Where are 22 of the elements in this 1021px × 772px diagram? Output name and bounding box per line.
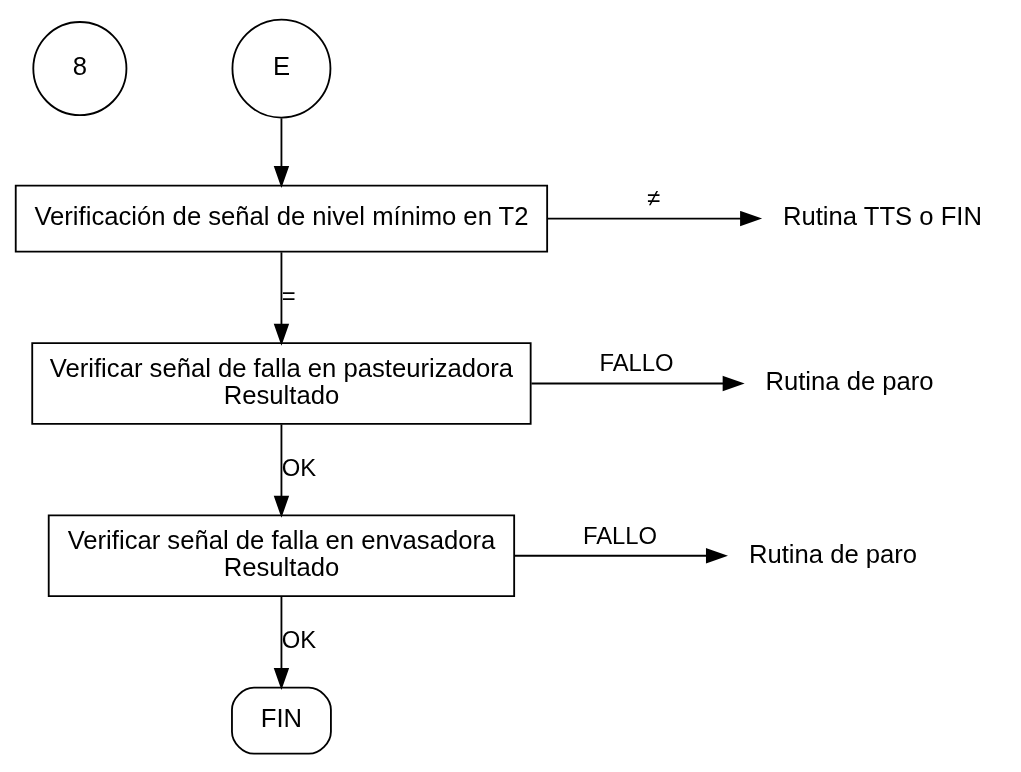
arrow [273, 423, 290, 518]
arrow [273, 116, 290, 188]
node-text: Rutina de paro [765, 366, 934, 395]
node-text: Rutina TTS o FIN [782, 201, 982, 230]
node-box: FIN [231, 686, 332, 755]
arrow [273, 250, 290, 346]
node-box: Verificar señal de falla en envasadora Resultado [47, 514, 516, 597]
arrow [273, 595, 290, 690]
node-circle: 8 [32, 20, 128, 116]
edge-label: ≠ [646, 184, 660, 211]
node-box: Verificación de señal de nivel mínimo en T2 [14, 184, 549, 252]
edge-label: OK [281, 625, 317, 653]
edge-label: FALLO [599, 348, 674, 376]
node-box: Verificar señal de falla en pasteurizadora Resultado [31, 341, 532, 425]
arrow [530, 375, 745, 391]
edge-label: FALLO [582, 521, 658, 549]
edge-label: OK [281, 453, 317, 481]
node-circle: E [231, 18, 332, 118]
arrow [513, 547, 728, 563]
node-text: Rutina de paro [748, 539, 918, 568]
edge-label: = [281, 281, 296, 309]
arrow [546, 210, 763, 226]
